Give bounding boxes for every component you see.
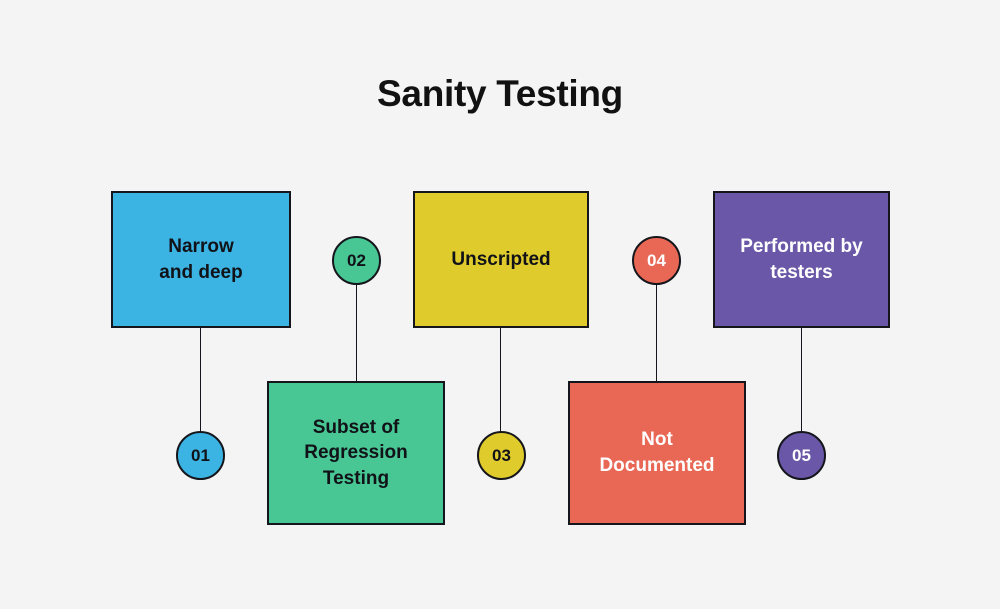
- node-label-line: Documented: [599, 455, 715, 476]
- node-label-line: and deep: [159, 261, 243, 283]
- node-number-01: 01: [191, 445, 210, 465]
- node-number-03: 03: [492, 445, 511, 465]
- node-box-not-documented[interactable]: Not Documented: [568, 381, 746, 525]
- node-number-05: 05: [792, 445, 811, 465]
- node-circle-05[interactable]: 05: [777, 431, 826, 480]
- node-circle-03[interactable]: 03: [477, 431, 526, 480]
- node-box-performed-by-testers[interactable]: Performed by testers: [713, 191, 890, 328]
- node-label-line: Unscripted: [451, 248, 551, 270]
- connector-01: [200, 328, 201, 431]
- node-circle-02[interactable]: 02: [332, 236, 381, 285]
- node-box-unscripted[interactable]: Unscripted: [413, 191, 589, 328]
- node-box-label-02: Subset of Regression Testing: [304, 415, 407, 492]
- node-box-label-04: Not Documented: [599, 427, 714, 478]
- node-label-line: Testing: [322, 467, 390, 489]
- node-label-line: Regression: [304, 442, 408, 464]
- node-box-label-01: Narrow and deep: [159, 234, 242, 285]
- node-box-narrow-and-deep[interactable]: Narrow and deep: [111, 191, 291, 328]
- node-label-line: Narrow: [168, 235, 234, 257]
- node-box-label-05: Performed by testers: [740, 234, 862, 285]
- node-label-line: testers: [770, 261, 833, 283]
- node-circle-01[interactable]: 01: [176, 431, 225, 480]
- node-label-line: Performed by: [740, 235, 863, 257]
- page-title: Sanity Testing: [377, 73, 623, 114]
- node-label-line: Subset of: [312, 416, 400, 438]
- connector-02: [356, 285, 357, 381]
- node-box-subset-of-regression-testing[interactable]: Subset of Regression Testing: [267, 381, 445, 525]
- node-number-02: 02: [347, 250, 366, 270]
- node-number-04: 04: [647, 250, 666, 270]
- connector-03: [500, 328, 501, 431]
- node-label-line: Not: [641, 429, 673, 451]
- node-circle-04[interactable]: 04: [632, 236, 681, 285]
- connector-05: [801, 328, 802, 431]
- node-box-label-03: Unscripted: [451, 247, 550, 273]
- connector-04: [656, 285, 657, 381]
